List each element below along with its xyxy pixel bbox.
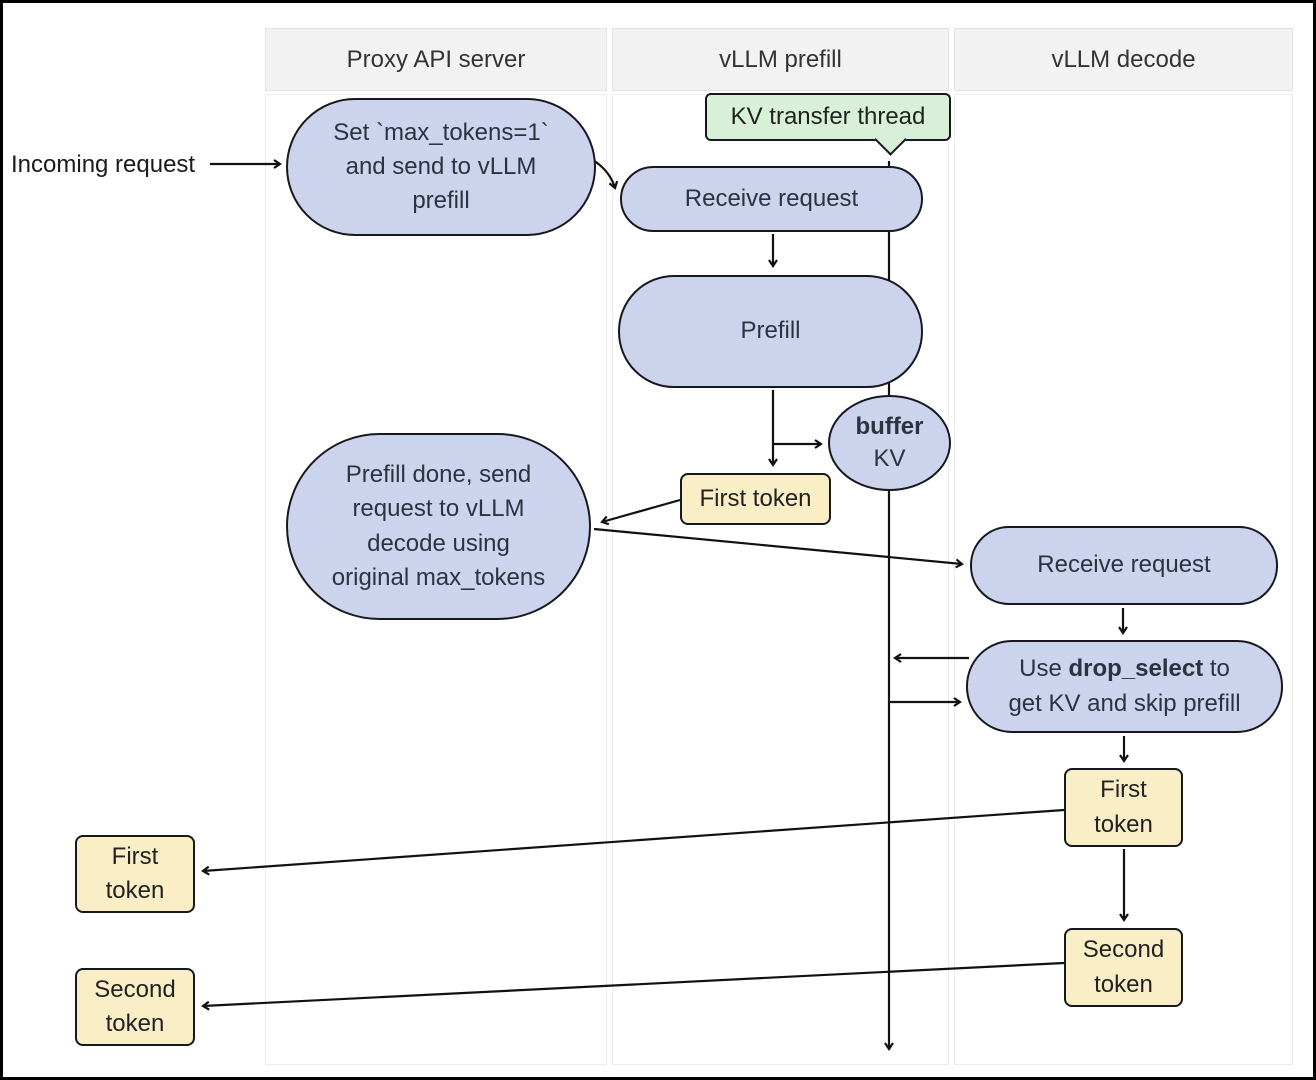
- node-buffer-kv: buffer KV: [828, 395, 951, 491]
- arrow-prefill-done-to-decode: [593, 527, 964, 569]
- lane-label: vLLM prefill: [719, 45, 842, 73]
- node-use-drop-select: Use drop_select to get KV and skip prefi…: [966, 640, 1283, 733]
- drop-select-code: drop_select: [1068, 655, 1204, 683]
- buffer-label-kv: KV: [873, 445, 906, 472]
- node-prefill-done: Prefill done, send request to vLLM decod…: [286, 433, 591, 620]
- arrow-first-token-return: [201, 808, 1065, 876]
- node-second-token-output: Second token: [75, 968, 195, 1046]
- node-second-token-decode: Second token: [1064, 928, 1183, 1007]
- drop-select-text: Use drop_select to get KV and skip prefi…: [1008, 652, 1240, 720]
- lane-header-proxy-api-server: Proxy API server: [265, 28, 607, 91]
- lane-header-vllm-decode: vLLM decode: [954, 28, 1293, 91]
- node-kv-transfer-thread: KV transfer thread: [705, 93, 951, 156]
- arrow-proxy-to-prefill: [592, 159, 619, 190]
- node-prefill-receive-request: Receive request: [620, 166, 923, 232]
- node-set-max-tokens: Set `max_tokens=1` and send to vLLM pref…: [286, 98, 596, 236]
- drop-select-before: Use: [1019, 655, 1069, 683]
- kv-transfer-thread-label: KV transfer thread: [730, 102, 926, 130]
- lane-body-vllm-prefill: [612, 94, 949, 1065]
- node-decode-receive-request: Receive request: [970, 526, 1278, 605]
- incoming-request-label: Incoming request: [11, 151, 196, 178]
- node-first-token-output: First token: [75, 835, 195, 913]
- lane-label: Proxy API server: [346, 45, 526, 73]
- diagram-arrows: [201, 159, 1129, 1051]
- arrow-second-token-return: [201, 961, 1065, 1011]
- drop-select-after: to get KV and skip prefill: [1008, 655, 1241, 717]
- node-first-token-prefill: First token: [680, 473, 831, 525]
- lane-header-vllm-prefill: vLLM prefill: [612, 28, 949, 91]
- arrow-first-token-to-prefill-done: [600, 498, 681, 526]
- lane-label: vLLM decode: [1051, 45, 1196, 73]
- buffer-label-bold: buffer: [855, 412, 924, 440]
- node-prefill: Prefill: [618, 275, 923, 388]
- node-first-token-decode: First token: [1064, 768, 1183, 847]
